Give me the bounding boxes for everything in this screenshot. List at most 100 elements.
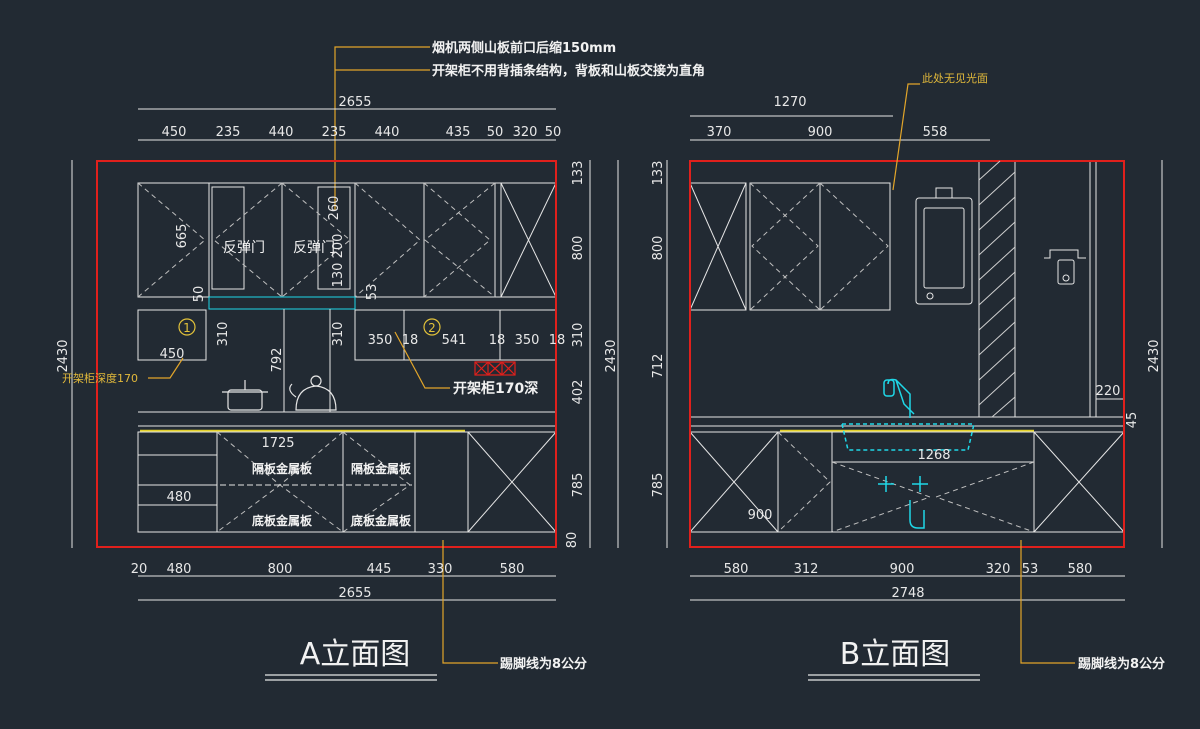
top-note-leader xyxy=(334,46,430,210)
open-cabinet-170-note: 开架柜170深 xyxy=(453,380,538,397)
a-dim-665: 665 xyxy=(175,224,190,249)
b-bot-seg-6: 580 xyxy=(1068,562,1093,577)
a-right-seg-6: 80 xyxy=(565,532,580,549)
a-bot-seg-6: 580 xyxy=(500,562,525,577)
a-dim-18-c: 18 xyxy=(549,333,566,348)
reverse-door-2: 反弹门 xyxy=(293,240,335,256)
a-range-hood xyxy=(208,296,356,310)
open-cabinet-depth-note: 开架柜深度170 xyxy=(62,371,138,385)
a-lower-cabinet-row xyxy=(137,431,557,533)
bottom-metal-1: 底板金属板 xyxy=(252,513,313,528)
a-dim-541: 541 xyxy=(442,333,467,348)
a-right-seg-5: 785 xyxy=(571,473,586,498)
a-dim-18-a: 18 xyxy=(402,333,419,348)
b-dim-220: 220 xyxy=(1096,384,1121,399)
a-bot-seg-2: 480 xyxy=(167,562,192,577)
a-dim-450: 450 xyxy=(160,347,185,362)
b-sink xyxy=(841,378,975,529)
b-top-seg-1: 370 xyxy=(707,125,732,140)
a-open-cabinet-marker xyxy=(474,361,516,376)
marker-2: 2 xyxy=(428,321,436,335)
b-bot-seg-5: 53 xyxy=(1022,562,1039,577)
a-dim-1725: 1725 xyxy=(261,436,294,451)
a-top-seg-3: 440 xyxy=(269,125,294,140)
a-bot-seg-3: 800 xyxy=(268,562,293,577)
kick-note-a: 踢脚线为8公分 xyxy=(500,656,587,672)
no-light-note: 此处无见光面 xyxy=(922,71,988,85)
shelf-metal-1: 隔板金属板 xyxy=(252,461,313,476)
a-dim-310-left: 310 xyxy=(216,322,231,347)
a-right-height: 2430 xyxy=(604,339,619,372)
a-top-seg-4: 235 xyxy=(322,125,347,140)
b-left-seg-2: 800 xyxy=(651,236,666,261)
a-dim-130: 130 xyxy=(331,263,346,288)
a-bot-seg-1: 20 xyxy=(131,562,148,577)
a-right-seg-1: 133 xyxy=(571,161,586,186)
b-bot-seg-1: 580 xyxy=(724,562,749,577)
elevation-a-title: A立面图 xyxy=(300,637,411,672)
a-dim-260: 260 xyxy=(327,196,342,221)
kick-note-b: 踢脚线为8公分 xyxy=(1078,656,1165,672)
a-top-seg-7: 50 xyxy=(487,125,504,140)
shelf-metal-2: 隔板金属板 xyxy=(351,461,412,476)
marker-1: 1 xyxy=(183,321,191,335)
a-dim-480: 480 xyxy=(167,490,192,505)
a-bottom-total: 2655 xyxy=(338,586,371,601)
a-right-seg-2: 800 xyxy=(571,236,586,261)
b-dim-45: 45 xyxy=(1125,412,1140,429)
a-upper-cabinet-row xyxy=(137,182,557,298)
b-texts: 1270 370 900 558 580 312 900 320 53 580 … xyxy=(651,71,1165,672)
elevation-b-title: B立面图 xyxy=(840,637,951,672)
b-dim-900: 900 xyxy=(748,508,773,523)
a-bot-seg-4: 445 xyxy=(367,562,392,577)
top-notes: 烟机两侧山板前口后缩150mm 开架柜不用背插条结构，背板和山板交接为直角 xyxy=(334,40,705,210)
a-top-seg-1: 450 xyxy=(162,125,187,140)
a-dim-50: 50 xyxy=(192,286,207,303)
b-dim-1268: 1268 xyxy=(917,448,950,463)
b-right-height: 2430 xyxy=(1147,339,1162,372)
b-top-total: 1270 xyxy=(773,95,806,110)
b-column-hatch xyxy=(978,160,1016,418)
a-dim-200: 200 xyxy=(331,234,346,259)
b-bot-seg-3: 900 xyxy=(890,562,915,577)
b-bot-seg-2: 312 xyxy=(794,562,819,577)
b-top-seg-3: 558 xyxy=(923,125,948,140)
a-bot-seg-5: 330 xyxy=(428,562,453,577)
elevation-a xyxy=(71,108,619,601)
reverse-door-1: 反弹门 xyxy=(223,240,265,256)
top-note-1: 烟机两侧山板前口后缩150mm xyxy=(432,40,616,56)
a-right-seg-4: 402 xyxy=(571,380,586,405)
a-dim-18-b: 18 xyxy=(489,333,506,348)
elevation-b xyxy=(666,115,1163,601)
a-dim-350-b: 350 xyxy=(515,333,540,348)
a-top-seg-6: 435 xyxy=(446,125,471,140)
a-wall-frame xyxy=(96,160,557,548)
a-dim-792: 792 xyxy=(270,348,285,373)
b-leaders xyxy=(892,83,1075,664)
a-top-seg-9: 50 xyxy=(545,125,562,140)
a-dim-53: 53 xyxy=(365,284,380,301)
a-top-seg-5: 440 xyxy=(375,125,400,140)
b-bot-seg-4: 320 xyxy=(986,562,1011,577)
a-right-seg-3: 310 xyxy=(571,323,586,348)
a-top-seg-8: 320 xyxy=(513,125,538,140)
b-top-seg-2: 900 xyxy=(808,125,833,140)
a-texts: 2655 450 235 440 235 440 435 50 320 50 2… xyxy=(56,95,619,672)
a-markers: 1 2 xyxy=(178,318,441,336)
a-left-height: 2430 xyxy=(56,339,71,372)
bottom-metal-2: 底板金属板 xyxy=(351,513,412,528)
b-left-seg-3: 712 xyxy=(651,354,666,379)
top-note-2: 开架柜不用背插条结构，背板和山板交接为直角 xyxy=(432,63,705,79)
a-leaders xyxy=(148,331,498,664)
b-left-seg-1: 133 xyxy=(651,161,666,186)
a-dim-350-a: 350 xyxy=(368,333,393,348)
a-dim-310-right: 310 xyxy=(331,322,346,347)
b-left-seg-4: 785 xyxy=(651,473,666,498)
a-top-seg-2: 235 xyxy=(216,125,241,140)
a-top-total: 2655 xyxy=(338,95,371,110)
a-open-shelf-1 xyxy=(137,309,207,361)
a-cookware xyxy=(222,375,337,411)
b-bottom-total: 2748 xyxy=(891,586,924,601)
